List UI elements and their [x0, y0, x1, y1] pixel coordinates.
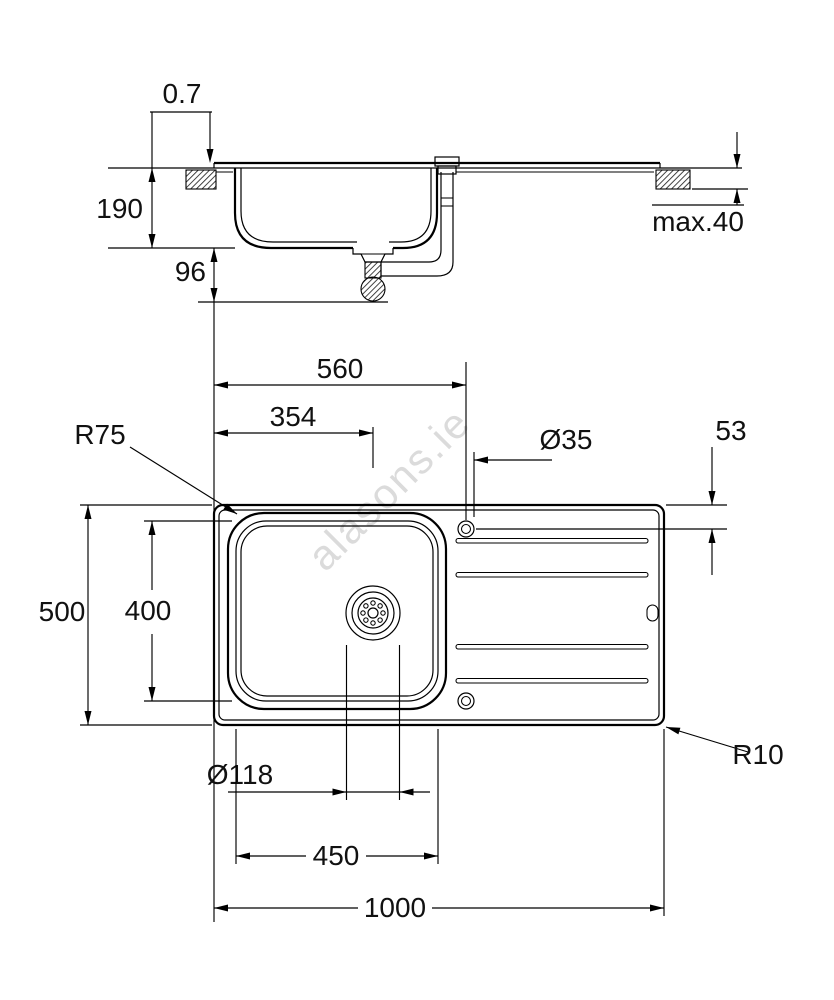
groove	[455, 677, 649, 684]
bowl-rim-inner	[240, 525, 434, 697]
dim-rim-thickness-label: 0.7	[163, 78, 202, 109]
dim-bowl-radius-label: R75	[74, 419, 125, 450]
drain-tailpipe	[364, 261, 382, 279]
arrowhead	[733, 154, 741, 168]
dim-overall-width-label: 500	[39, 596, 86, 627]
arrowhead	[148, 521, 156, 535]
arrowhead	[84, 711, 92, 725]
dim-tap-diameter-label: Ø35	[540, 424, 593, 455]
second-tap-hole	[457, 692, 475, 710]
arrowhead	[214, 429, 228, 437]
dim-tap-from-edge: 53	[476, 415, 747, 575]
dim-tap-from-edge-label: 53	[715, 415, 746, 446]
dim-drain-diameter-label: Ø118	[207, 759, 273, 790]
arrowhead	[148, 234, 156, 248]
arrowhead	[84, 505, 92, 519]
dim-overall-length-label: 1000	[364, 892, 426, 923]
sink-inner-edge	[218, 509, 660, 721]
dim-corner-radius-label: R10	[732, 739, 783, 770]
bowl	[226, 511, 448, 711]
groove	[455, 643, 649, 650]
counter-hatch-left	[185, 169, 217, 190]
arrowhead	[452, 381, 466, 389]
arrowhead	[666, 727, 681, 735]
arrowhead	[650, 904, 664, 912]
arrowhead	[399, 788, 414, 796]
dim-bowl-length: 450	[235, 729, 439, 871]
dim-drain-from-left: 354	[214, 401, 374, 468]
dim-bowl-depth-label: 190	[96, 193, 143, 224]
dim-overall-length: 1000	[214, 729, 665, 923]
arrowhead	[210, 248, 218, 262]
dim-drain-diameter: Ø118	[207, 645, 430, 800]
arrowhead	[214, 381, 228, 389]
tap-fitting-body	[437, 165, 457, 175]
bowl-rim-outer	[226, 511, 448, 711]
arrowhead	[474, 456, 488, 464]
groove	[455, 571, 649, 578]
bowl-rim-mid	[235, 520, 439, 702]
dim-drain-depth: 96	[175, 248, 388, 922]
dim-corner-radius: R10	[665, 726, 784, 770]
arrowhead	[236, 852, 250, 860]
drain-strainer	[345, 585, 401, 641]
dim-max-counter-label: max.40	[652, 206, 744, 237]
dim-drain-from-left-label: 354	[270, 401, 317, 432]
tap-hole	[457, 520, 475, 538]
dim-drain-depth-label: 96	[175, 256, 206, 287]
arrowhead	[708, 529, 716, 543]
side-view: 0.7 190 96 max.40	[96, 78, 748, 922]
dim-bowl-width-label: 400	[125, 595, 172, 626]
drain-flange	[352, 248, 394, 263]
overflow-elbow-top	[381, 249, 442, 263]
arrowhead	[210, 288, 218, 302]
arrowhead	[332, 788, 347, 796]
bowl-inner-wall	[240, 168, 432, 243]
dim-overall-width: 500	[39, 504, 212, 726]
countertop	[108, 167, 742, 190]
drainboard-grooves	[455, 537, 659, 684]
arrowhead	[206, 149, 214, 163]
arrowhead	[214, 904, 228, 912]
sink-outline	[212, 503, 666, 727]
dim-tap-diameter: Ø35	[473, 424, 593, 517]
dim-bowl-radius: R75	[74, 419, 238, 515]
arrowhead	[424, 852, 438, 860]
top-view: 560 354 Ø35 53	[39, 353, 784, 923]
arrowhead	[223, 503, 237, 514]
arrowhead	[708, 491, 716, 505]
drain-assembly	[352, 156, 460, 302]
overflow-notch	[646, 604, 659, 622]
arrowhead	[148, 168, 156, 182]
watermark-text: alasons.ie	[298, 398, 479, 579]
counter-hatch-right	[655, 169, 691, 190]
strainer-outer	[345, 585, 401, 641]
overflow-elbow-bottom	[380, 250, 454, 277]
dim-tap-from-left-label: 560	[317, 353, 364, 384]
sink-outer-edge	[212, 503, 666, 727]
groove	[455, 537, 649, 544]
dim-bowl-length-label: 450	[313, 840, 360, 871]
arrowhead	[733, 189, 741, 203]
dim-tap-from-left: 560	[214, 353, 467, 520]
sink-cross-section	[213, 161, 661, 250]
dim-max-counter-thickness: max.40	[652, 132, 748, 237]
dim-bowl-width: 400	[125, 520, 232, 702]
arrowhead	[148, 687, 156, 701]
dim-rim-thickness: 0.7	[150, 78, 214, 168]
bowl-outer-wall	[233, 168, 439, 250]
trap-nut	[360, 276, 386, 302]
strainer-center	[367, 607, 379, 619]
arrowhead	[359, 429, 373, 437]
tap-fitting-cap	[434, 156, 460, 167]
